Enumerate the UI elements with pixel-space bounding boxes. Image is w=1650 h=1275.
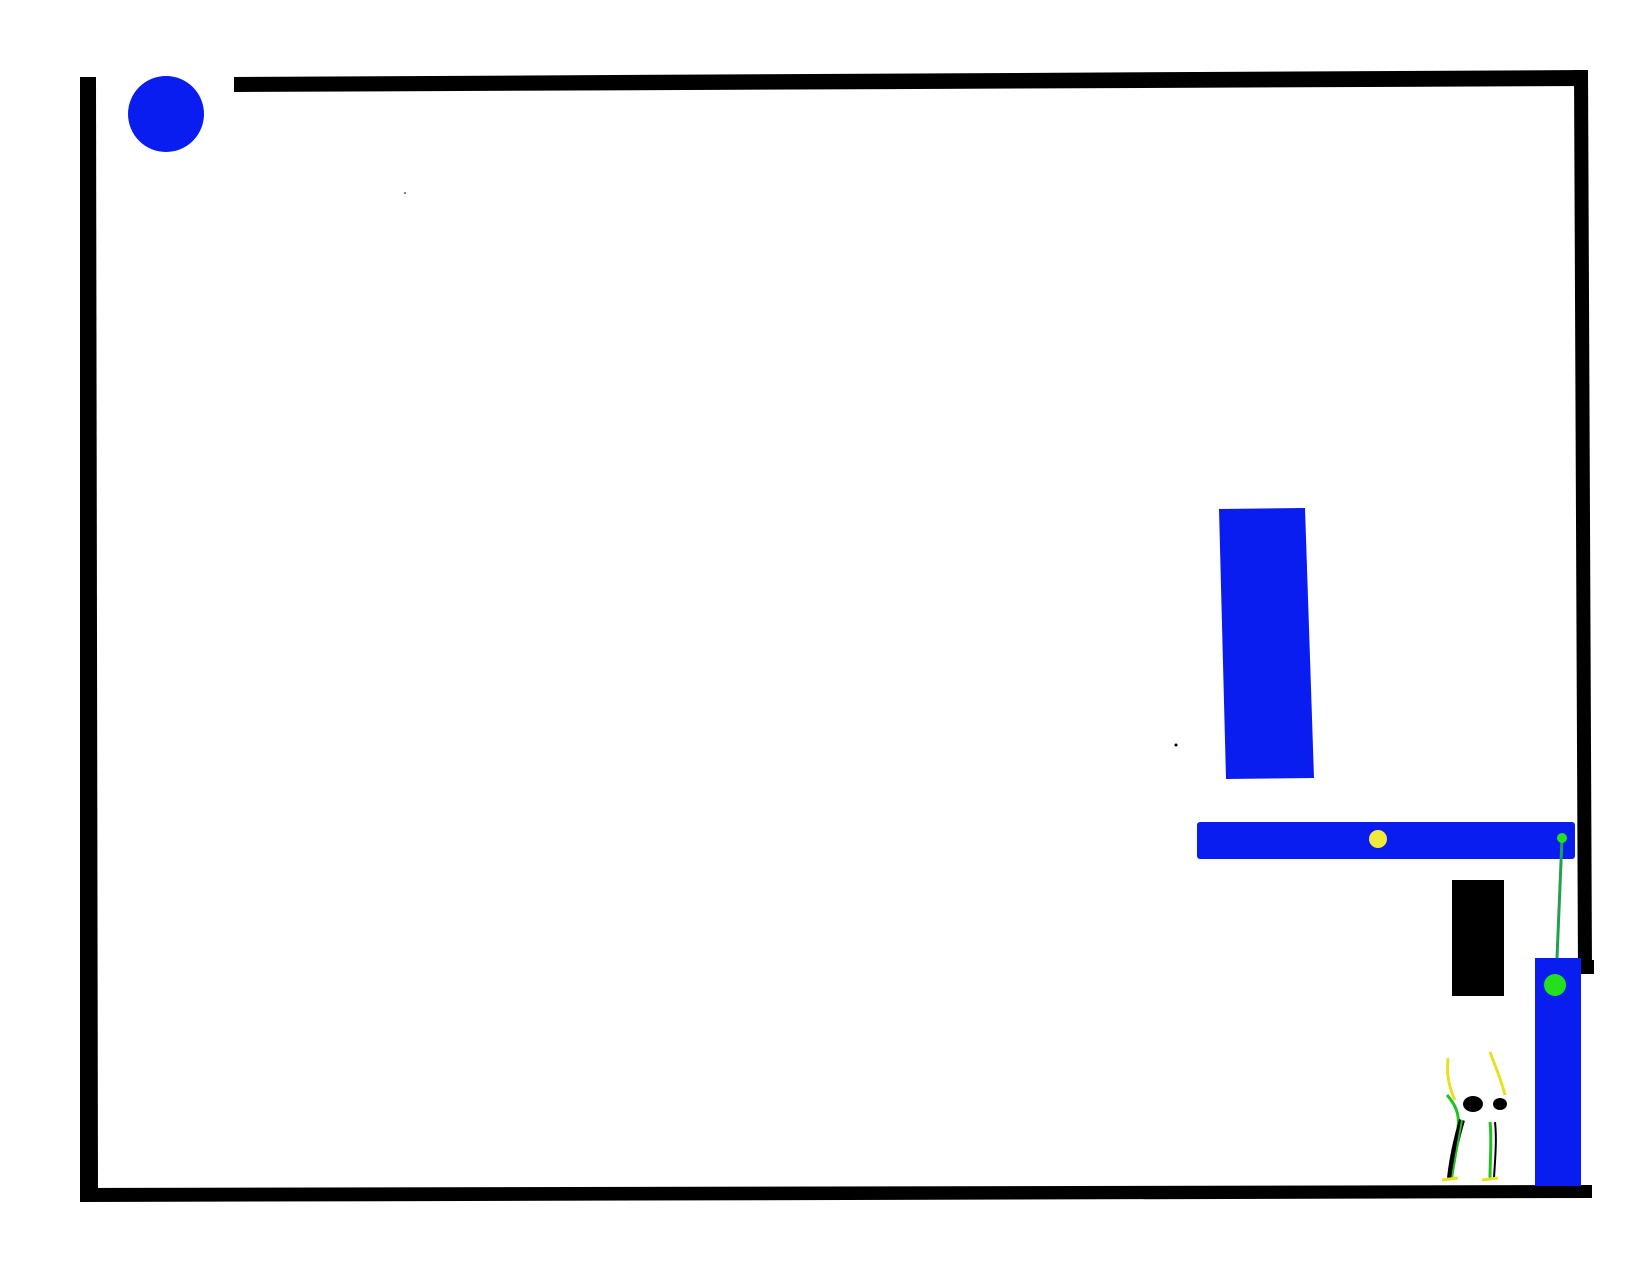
scribble-figure <box>1441 1051 1507 1182</box>
top-wall <box>234 70 1588 92</box>
left-wall <box>80 77 98 1202</box>
yellow-spot <box>1369 830 1387 848</box>
tall-blue-block[interactable] <box>1219 508 1314 779</box>
speck <box>404 192 406 194</box>
right-wall-foot <box>1578 960 1594 974</box>
boundary-wall <box>80 70 1594 1202</box>
green-tether <box>1555 837 1564 959</box>
tether-anchor <box>1557 833 1567 843</box>
right-wall <box>1574 70 1592 972</box>
green-goal-marker <box>1544 974 1566 996</box>
speck <box>1174 743 1178 747</box>
blue-ball[interactable] <box>128 76 204 152</box>
blue-pillar[interactable] <box>1535 958 1581 1186</box>
floor <box>80 1185 1592 1202</box>
black-block <box>1452 880 1504 996</box>
